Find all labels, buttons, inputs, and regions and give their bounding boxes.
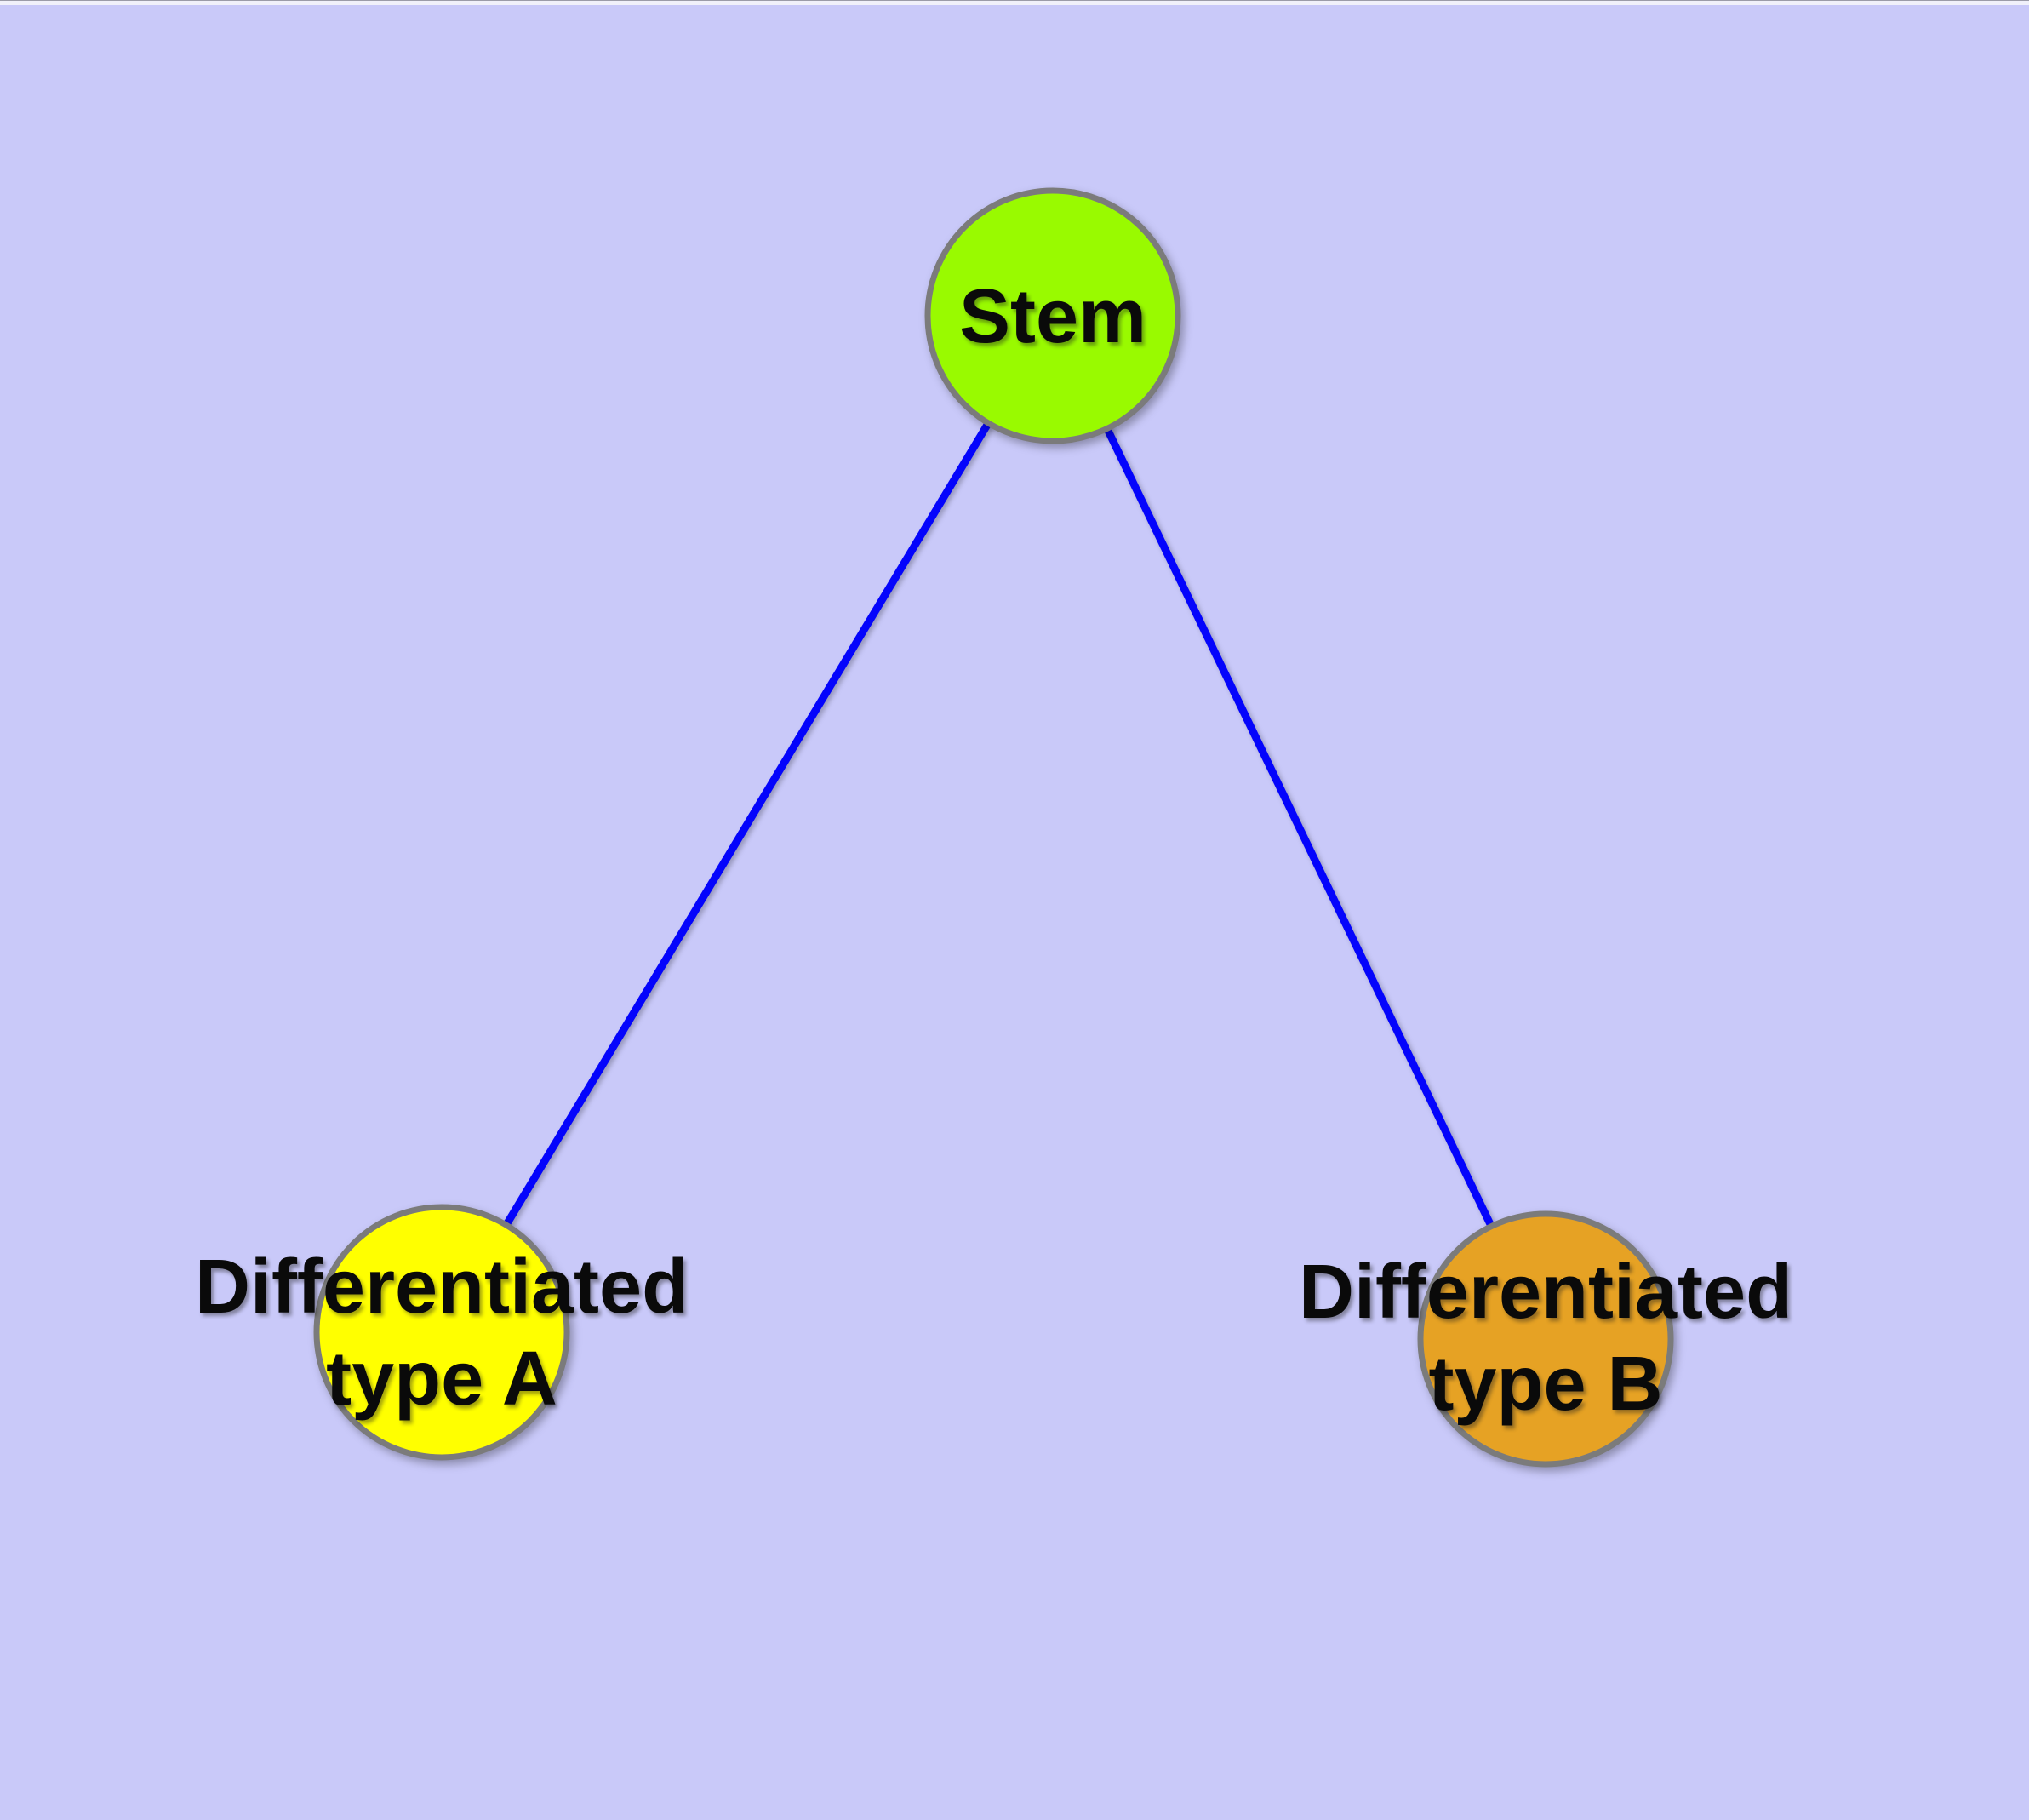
node-differentiated-type-b[interactable] — [1417, 1210, 1674, 1468]
node-stem[interactable] — [924, 187, 1181, 444]
node-differentiated-type-a-label[interactable]: Differentiated type A — [195, 1241, 689, 1425]
node-stem-label-line: Stem — [958, 274, 1147, 359]
window-top-edge — [0, 0, 2029, 5]
node-type-a-label-line1: Differentiated — [194, 1245, 689, 1330]
node-differentiated-type-a[interactable] — [313, 1204, 570, 1461]
node-type-b-label-line1: Differentiated — [1298, 1250, 1793, 1335]
node-type-b-label-line2: type B — [1428, 1342, 1663, 1427]
node-differentiated-type-b-label[interactable]: Differentiated type B — [1299, 1246, 1792, 1430]
edge-stem-to-type-b — [1049, 314, 1550, 1341]
node-stem-label[interactable]: Stem — [959, 271, 1146, 363]
edge-stem-to-type-a — [438, 313, 1056, 1335]
node-type-a-label-line2: type A — [326, 1336, 557, 1422]
